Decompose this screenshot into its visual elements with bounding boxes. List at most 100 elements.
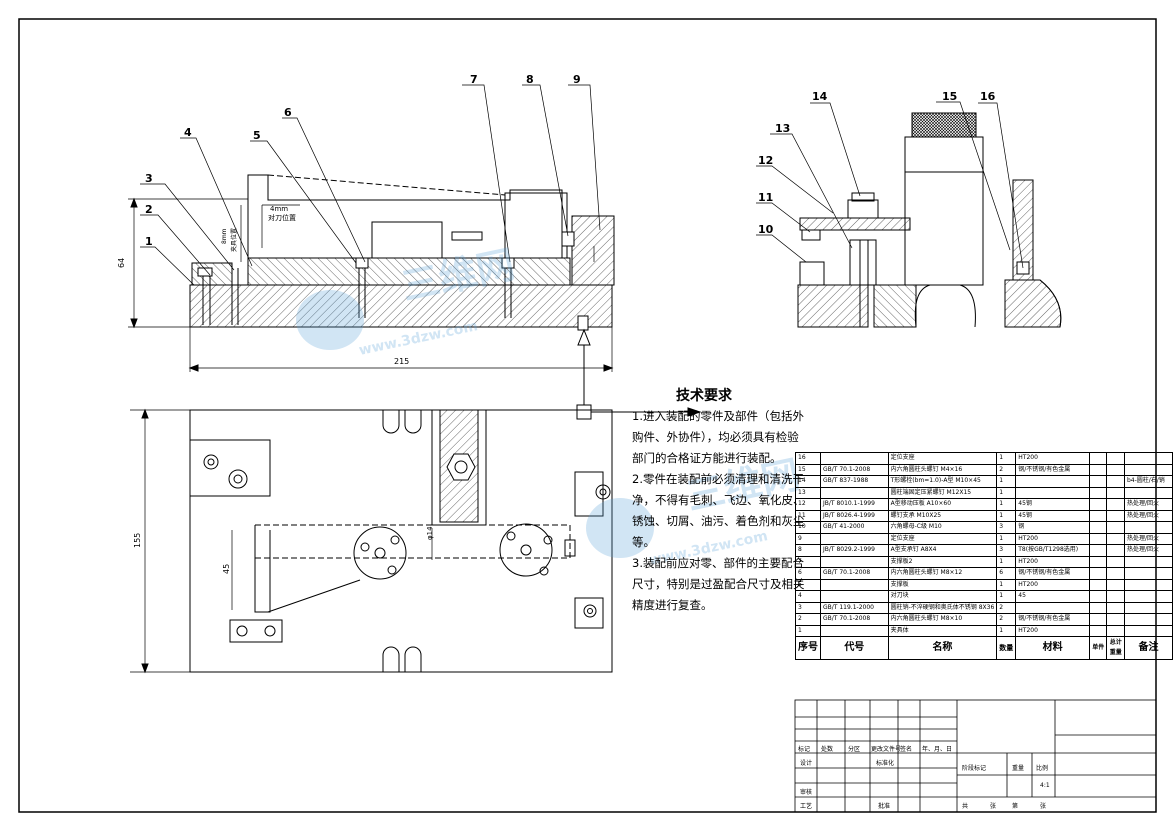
tech-line: 净，不得有毛刺、飞边、氧化皮、 <box>632 493 805 507</box>
bom-cell-empty <box>1106 509 1125 522</box>
tb-stage: 阶段标记 <box>962 765 987 772</box>
bom-cell-code <box>820 555 889 568</box>
bom-cell-empty <box>1089 624 1108 637</box>
bom-cell-no: 16 <box>795 452 821 465</box>
bom-cell-code: GB/T 41-2000 <box>820 521 889 534</box>
tech-line: 3.装配前应对零、部件的主要配合 <box>632 556 804 570</box>
bom-cell-qty: 2 <box>996 601 1017 614</box>
bom-cell-no: 1 <box>795 624 821 637</box>
balloon-3: 3 <box>145 172 153 185</box>
bom-cell-qty: 1 <box>996 578 1017 591</box>
bom-cell-no: 6 <box>795 567 821 580</box>
bom-cell-code <box>820 532 889 545</box>
bom-cell-mat: 钢/不锈钢/有色金属 <box>1015 613 1091 626</box>
balloon-7: 7 <box>470 73 478 86</box>
balloon-10: 10 <box>758 223 774 236</box>
top-view <box>130 408 613 674</box>
balloon-11: 11 <box>758 191 773 204</box>
bom-cell-name: A型支承钉 A8X4 <box>887 544 998 557</box>
bom-cell-code <box>820 486 889 499</box>
bom-cell-code <box>820 624 889 637</box>
tech-line: 部门的合格证方能进行装配。 <box>632 451 782 465</box>
bom-cell-qty: 2 <box>996 613 1017 626</box>
bom-cell-empty <box>1089 486 1108 499</box>
bom-cell-mat: 45 <box>1015 590 1091 603</box>
bom-cell-note <box>1123 452 1174 465</box>
bom-cell-code: GB/T 70.1-2008 <box>820 567 889 580</box>
balloon-5: 5 <box>253 129 261 142</box>
tb-standard: 标准化 <box>876 760 895 767</box>
bom-cell-name: 内六角圆柱头螺钉 M8×12 <box>887 567 998 580</box>
technical-requirements: 技术要求 1.进入装配的零件及部件（包括外 购件、外协件），均必须具有检验 部门… <box>632 386 805 616</box>
bom-header-name: 名称 <box>887 636 998 660</box>
bom-cell-mat: HT200 <box>1015 452 1091 465</box>
tb-sign: 签名 <box>900 746 913 753</box>
bom-cell-qty: 3 <box>996 521 1017 534</box>
bom-cell-qty: 3 <box>996 544 1017 557</box>
balloon-1: 1 <box>145 235 153 248</box>
bom-cell-name: T形螺栓(bm=1.0)-A型 M10×45 <box>887 475 998 488</box>
bom-cell-no: 14 <box>795 475 821 488</box>
bom-cell-note: b4-圆柱/右/销 <box>1123 475 1174 488</box>
tb-scale: 比例 <box>1036 765 1049 772</box>
bom-cell-note <box>1123 567 1174 580</box>
bom-cell-qty: 1 <box>996 624 1017 637</box>
tech-line: 等。 <box>632 535 655 549</box>
tb-scale-value: 4:1 <box>1040 782 1050 789</box>
bom-cell-empty <box>1089 567 1108 580</box>
tech-line: 尺寸，特别是过盈配合尺寸及相关 <box>632 577 805 591</box>
bom-header-unit-label: 单件 <box>1092 644 1105 651</box>
tb-sheet2: 张 <box>1040 803 1047 810</box>
bom-cell-code: GB/T 70.1-2008 <box>820 613 889 626</box>
dim-64: 64 <box>117 258 126 268</box>
tech-line: 1.进入装配的零件及部件（包括外 <box>632 409 804 423</box>
bom-cell-no: 10 <box>795 521 821 534</box>
bom-cell-name: 定位支座 <box>887 532 998 545</box>
bom-cell-mat: HT200 <box>1015 555 1091 568</box>
dim-4mm: 4mm <box>270 205 288 213</box>
bom-cell-qty: 1 <box>996 475 1017 488</box>
bom-cell-qty: 1 <box>996 509 1017 522</box>
tb-page: 第 <box>1012 803 1019 810</box>
bom-cell-code: GB/T 70.1-2008 <box>820 463 889 476</box>
balloon-leaders <box>140 84 1024 286</box>
bom-cell-name: 支撑板2 <box>887 555 998 568</box>
bom-cell-note <box>1123 463 1174 476</box>
front-view <box>128 174 702 420</box>
tech-line: 锈蚀、切屑、油污、着色剂和灰尘 <box>632 514 805 528</box>
tb-zone: 分区 <box>848 746 861 753</box>
bom-cell-mat <box>1015 475 1091 488</box>
bom-cell-empty <box>1089 509 1108 522</box>
balloon-16: 16 <box>980 90 996 103</box>
drawing-frame <box>18 18 1157 813</box>
bom-cell-empty <box>1089 613 1108 626</box>
bom-cell-name: 对刀块 <box>887 590 998 603</box>
balloon-12: 12 <box>758 154 773 167</box>
balloon-8: 8 <box>526 73 534 86</box>
balloon-2: 2 <box>145 203 153 216</box>
tb-design: 设计 <box>800 760 813 767</box>
bom-header-total: 总计重量 <box>1106 636 1125 660</box>
bom-cell-empty <box>1106 578 1125 591</box>
bom-cell-code: JB/T 8029.2-1999 <box>820 544 889 557</box>
bom-cell-note: 热处理/回火 <box>1123 509 1174 522</box>
note-fixture-position: 夹具位置 <box>230 228 238 252</box>
bom-cell-name: 内六角圆柱头螺钉 M4×16 <box>887 463 998 476</box>
bom-cell-qty: 1 <box>996 532 1017 545</box>
bom-cell-note: 热处理/回火 <box>1123 498 1174 511</box>
balloon-14: 14 <box>812 90 828 103</box>
bom-cell-name: 夹具体 <box>887 624 998 637</box>
tb-qty: 处数 <box>821 746 834 753</box>
bom-cell-name: 内六角圆柱头螺钉 M8×10 <box>887 613 998 626</box>
bom-header-no: 序号 <box>795 636 821 660</box>
bom-cell-empty <box>1106 624 1125 637</box>
bom-header-note: 备注 <box>1123 636 1174 660</box>
